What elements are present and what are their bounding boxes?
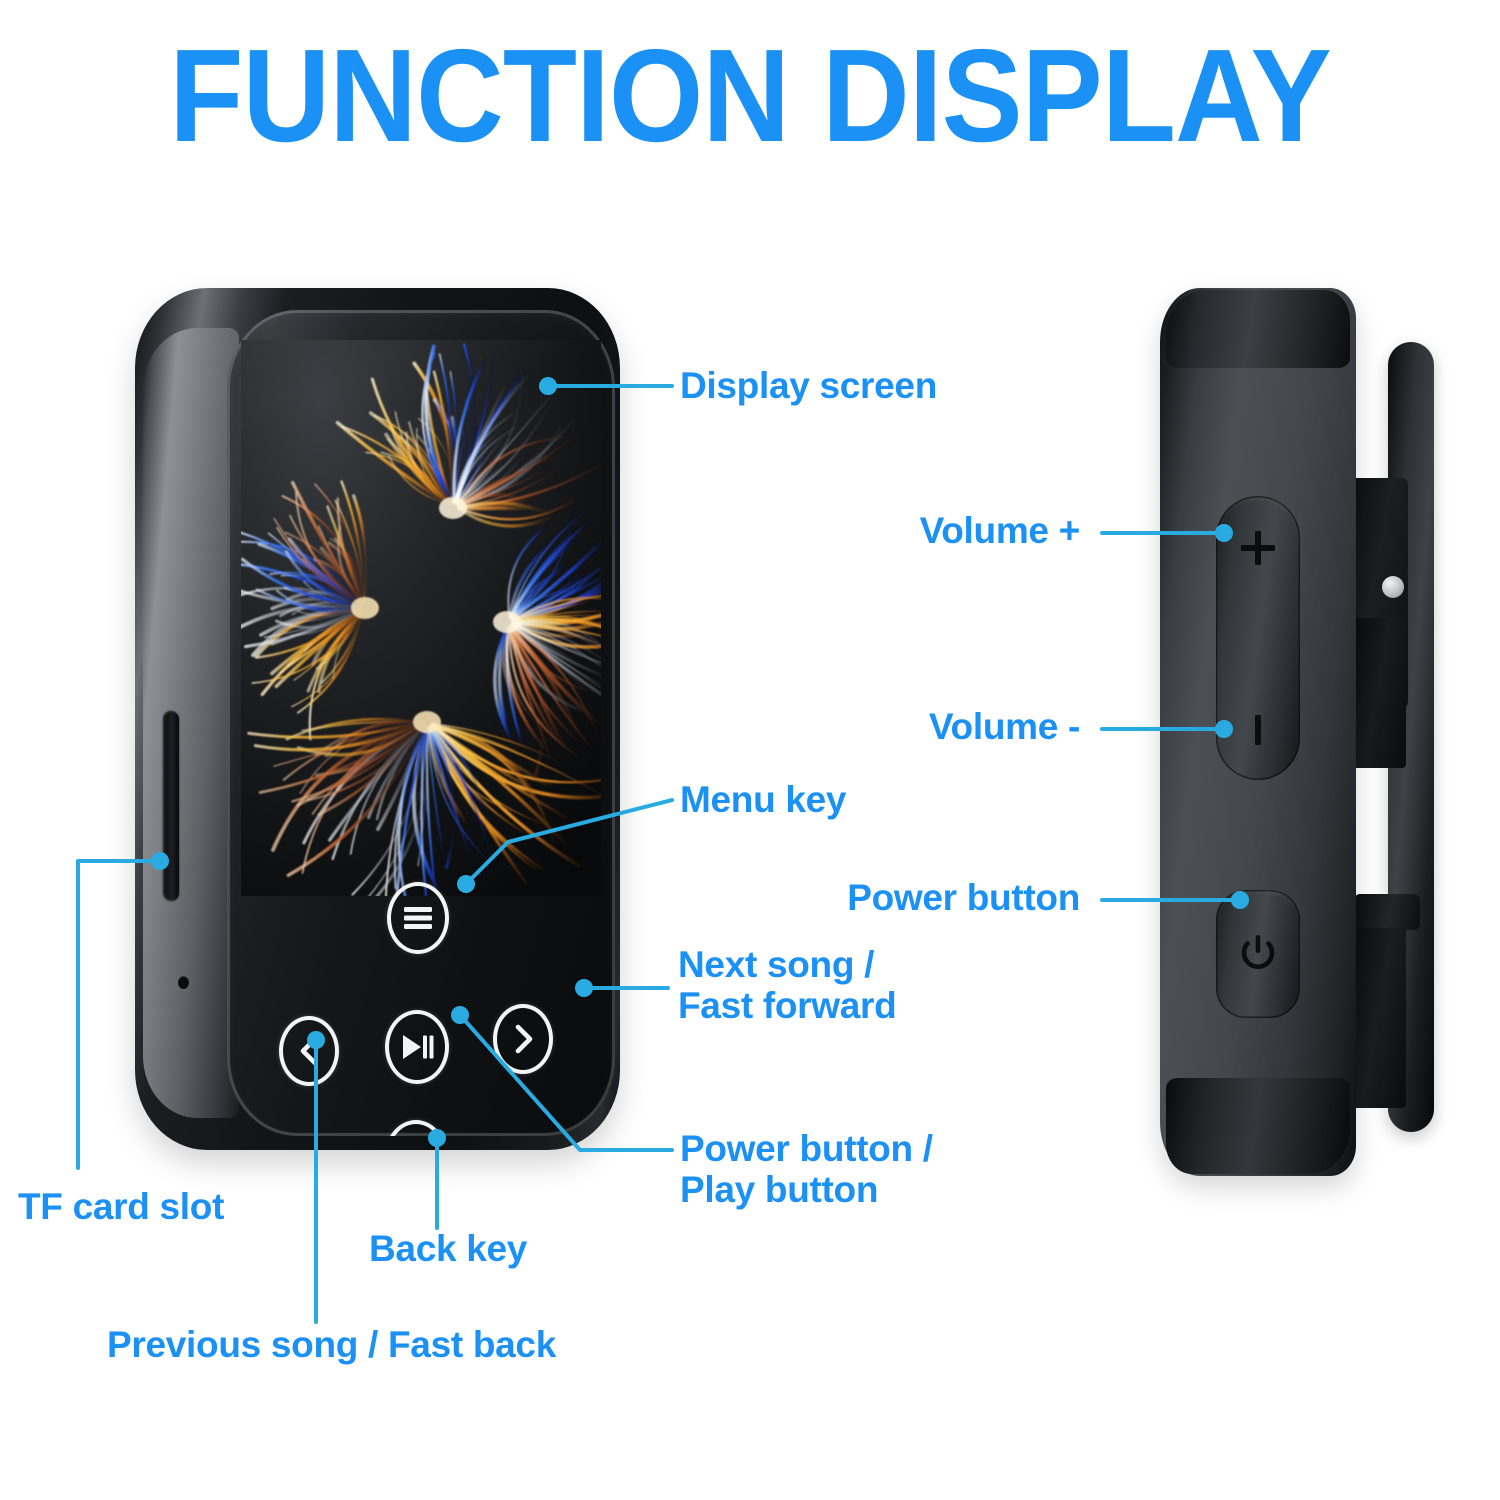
callout-label-back-key: Back key bbox=[369, 1228, 528, 1269]
previous-song-button[interactable] bbox=[279, 1016, 339, 1086]
reset-pinhole-icon bbox=[178, 976, 189, 989]
display-screen bbox=[241, 340, 601, 896]
callout-label-volume-up: Volume + bbox=[919, 510, 1081, 551]
callout-label-next-song: Next song / Fast forward bbox=[678, 944, 897, 1027]
hamburger-menu-icon bbox=[404, 907, 432, 929]
belt-clip-tab bbox=[1354, 894, 1420, 930]
minus-icon bbox=[1255, 715, 1261, 745]
plus-icon bbox=[1241, 531, 1275, 565]
page-title: FUNCTION DISPLAY bbox=[169, 22, 1331, 169]
chevron-right-icon bbox=[515, 1024, 533, 1054]
front-device-image bbox=[135, 288, 620, 1150]
play-pause-button[interactable] bbox=[385, 1010, 449, 1084]
callout-label-tf-card-slot: TF card slot bbox=[18, 1186, 225, 1227]
side-device-top-cap bbox=[1166, 290, 1350, 368]
belt-clip-foot bbox=[1348, 928, 1406, 1108]
power-button[interactable] bbox=[1216, 890, 1300, 1018]
callout-label-power-button: Power button bbox=[847, 877, 1080, 918]
side-device-bottom-cap bbox=[1166, 1078, 1350, 1174]
next-song-button[interactable] bbox=[493, 1004, 553, 1074]
front-device-glass-face bbox=[227, 310, 615, 1136]
power-icon bbox=[1241, 935, 1275, 969]
callout-label-power-play: Power button / Play button bbox=[680, 1128, 933, 1211]
play-pause-icon bbox=[403, 1035, 434, 1059]
belt-clip-pivot-pin-icon bbox=[1382, 576, 1404, 598]
side-device-image bbox=[1160, 288, 1460, 1176]
callout-label-menu-key: Menu key bbox=[680, 779, 847, 820]
front-device-left-rail bbox=[143, 328, 239, 1118]
callout-label-display-screen: Display screen bbox=[680, 365, 938, 406]
volume-down-glyph bbox=[1216, 700, 1300, 760]
chevron-left-icon bbox=[300, 1036, 318, 1066]
callout-label-previous-song: Previous song / Fast back bbox=[107, 1324, 556, 1365]
wallpaper-feather-burst bbox=[241, 340, 601, 896]
belt-clip-hinge-lower bbox=[1348, 618, 1406, 768]
back-key-button[interactable] bbox=[385, 1120, 447, 1136]
tf-card-slot[interactable] bbox=[163, 710, 179, 902]
menu-key-button[interactable] bbox=[387, 882, 449, 954]
power-glyph bbox=[1216, 920, 1300, 988]
volume-up-glyph bbox=[1216, 518, 1300, 578]
callout-label-volume-down: Volume - bbox=[928, 706, 1080, 747]
